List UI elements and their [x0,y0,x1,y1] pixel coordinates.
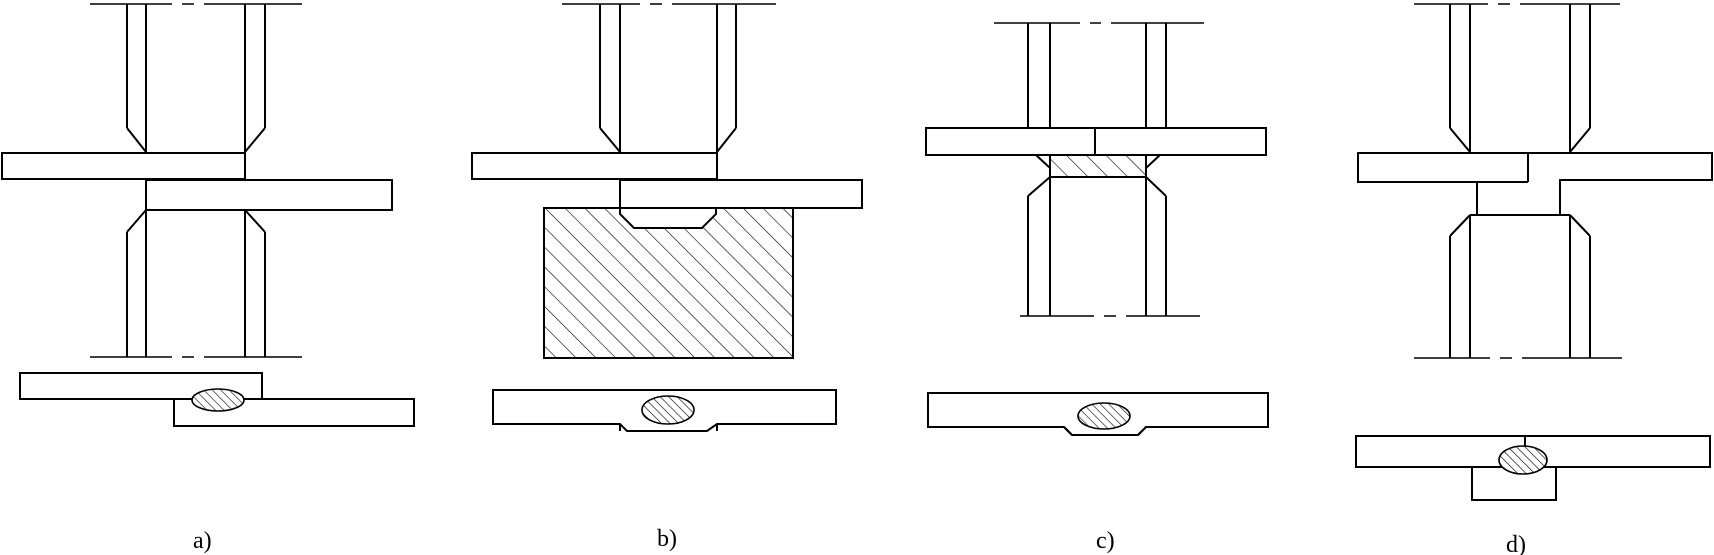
upper-electrode [994,22,1204,128]
upper-sheet [1357,152,1713,216]
panel-a: a) [1,3,415,554]
welded-joint [492,389,837,432]
caption-c: c) [1096,528,1115,554]
weld-nugget [191,388,245,412]
weld-nugget [1077,402,1131,430]
lower-electrode [90,209,302,358]
lower-sheet [619,179,863,209]
weld-nugget [1498,445,1548,475]
lower-electrode [1414,214,1622,359]
lower-sheet [145,179,393,211]
caption-a: a) [193,528,212,554]
flat-electrode-block [543,207,794,359]
welded-joint [19,372,415,427]
weld-zone [1049,154,1147,178]
upper-electrode [90,3,302,153]
caption-d: d) [1506,532,1526,555]
panel-d: d) [1355,3,1713,555]
caption-b: b) [657,526,677,552]
welded-joint [927,392,1269,436]
upper-electrode [562,3,776,153]
lower-electrode [1020,176,1200,317]
panel-c: c) [925,22,1269,554]
upper-sheet [1,152,246,180]
panel-b: b) [471,3,863,552]
upper-electrode [1414,3,1620,153]
welded-joint [1355,435,1711,501]
upper-sheet [471,152,718,180]
weld-nugget [641,395,695,425]
